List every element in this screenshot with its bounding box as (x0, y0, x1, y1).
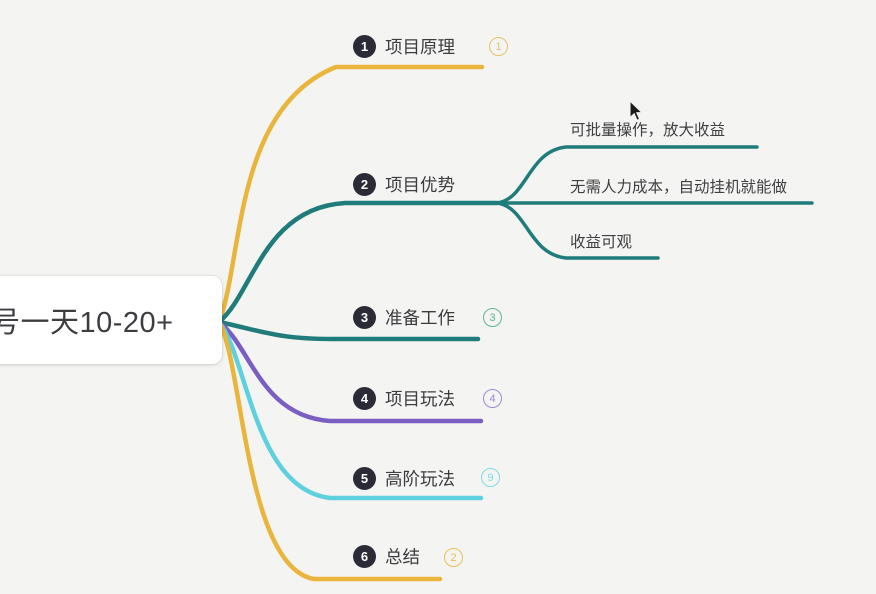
branch-line-1 (216, 64, 485, 325)
branch-node-2[interactable]: 2 项目优势 (353, 171, 455, 197)
branch-5-count-tag[interactable]: 9 (481, 468, 500, 487)
branch-node-4[interactable]: 4 项目玩法 (353, 385, 455, 411)
branch-line-3 (216, 319, 481, 342)
branch-1-count-tag[interactable]: 1 (489, 37, 508, 56)
branch-6-number-badge: 6 (353, 544, 376, 568)
branch-6-label: 总结 (385, 546, 420, 567)
branch-2-label: 项目优势 (385, 174, 455, 195)
branch-line-2-sub-1 (495, 145, 759, 205)
branch-node-3[interactable]: 3 准备工作 (353, 304, 455, 330)
branch-4-label: 项目玩法 (385, 388, 455, 409)
branch-node-6[interactable]: 6 总结 (353, 543, 420, 569)
branch-6-count-tag[interactable]: 2 (444, 548, 463, 567)
root-topic-label: 号一天10-20+ (0, 307, 174, 339)
subtopic-batch-operation[interactable]: 可批量操作，放大收益 (570, 122, 726, 139)
branch-3-number-badge: 3 (353, 305, 376, 329)
branch-3-count-tag[interactable]: 3 (483, 308, 502, 327)
root-topic-node[interactable]: 号一天10-20+ (0, 276, 222, 364)
branch-line-5 (216, 319, 484, 501)
branch-1-number-badge: 1 (353, 34, 376, 58)
branch-4-count-tag[interactable]: 4 (483, 389, 502, 408)
branch-4-number-badge: 4 (353, 386, 376, 410)
subtopic-good-profit[interactable]: 收益可观 (570, 234, 633, 251)
branch-2-number-badge: 2 (353, 172, 376, 196)
branch-line-2 (216, 200, 500, 325)
branch-line-6 (216, 319, 443, 582)
branch-1-label: 项目原理 (385, 36, 455, 57)
branch-line-2-sub-3 (495, 201, 660, 260)
branch-5-label: 高阶玩法 (385, 468, 455, 489)
branch-node-5[interactable]: 5 高阶玩法 (353, 465, 455, 491)
subtopic-no-labor-cost[interactable]: 无需人力成本，自动挂机就能做 (570, 179, 788, 196)
branch-line-4 (216, 319, 484, 424)
branch-3-label: 准备工作 (385, 307, 455, 328)
branch-5-number-badge: 5 (353, 466, 376, 490)
branch-node-1[interactable]: 1 项目原理 (353, 33, 455, 59)
